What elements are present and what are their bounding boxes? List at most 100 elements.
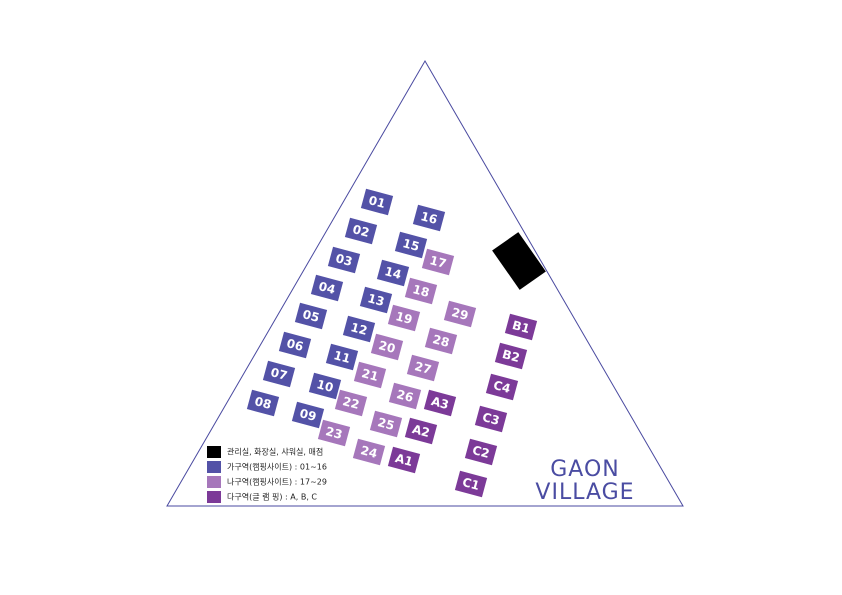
campsite-label: 07 xyxy=(269,365,289,383)
campsite-label: A2 xyxy=(411,422,432,440)
campsite-12[interactable]: 12 xyxy=(342,315,376,343)
campsite-label: 26 xyxy=(395,387,415,405)
campsite-03[interactable]: 03 xyxy=(327,246,361,274)
campsite-tile xyxy=(443,300,477,328)
campsite-tile xyxy=(404,277,438,305)
campsite-a1[interactable]: A1 xyxy=(387,446,421,474)
legend-swatch xyxy=(207,491,221,503)
legend-swatch xyxy=(207,476,221,488)
campsite-tile xyxy=(421,248,455,276)
campsite-label: 11 xyxy=(332,348,352,366)
campsite-label: A3 xyxy=(430,394,451,412)
campsite-c3[interactable]: C3 xyxy=(474,405,508,433)
campsite-label: 13 xyxy=(366,291,386,309)
campsite-25[interactable]: 25 xyxy=(369,410,403,438)
campsite-tile xyxy=(278,331,312,359)
campsite-a3[interactable]: A3 xyxy=(423,389,457,417)
campsite-04[interactable]: 04 xyxy=(310,274,344,302)
campsite-22[interactable]: 22 xyxy=(334,389,368,417)
campsite-19[interactable]: 19 xyxy=(387,304,421,332)
campsite-tile xyxy=(387,446,421,474)
campsite-tile xyxy=(370,333,404,361)
campsite-tile xyxy=(294,302,328,330)
office-building[interactable] xyxy=(492,232,546,290)
campsite-label: 28 xyxy=(431,332,451,350)
legend-label: 다구역(글 램 핑) : A, B, C xyxy=(227,492,317,502)
campsite-tile xyxy=(424,327,458,355)
campsite-tile xyxy=(317,419,351,447)
campsite-tile xyxy=(342,315,376,343)
campsite-label: 27 xyxy=(413,359,433,377)
campsite-01[interactable]: 01 xyxy=(360,188,394,216)
campsite-13[interactable]: 13 xyxy=(359,286,393,314)
campsite-label: C2 xyxy=(471,443,491,461)
campsite-15[interactable]: 15 xyxy=(394,231,428,259)
campsite-label: 02 xyxy=(351,222,371,240)
brand-logo: GAON VILLAGE xyxy=(535,457,634,505)
campsite-label: 08 xyxy=(253,394,273,412)
campsite-tile xyxy=(404,417,438,445)
campsite-07[interactable]: 07 xyxy=(262,360,296,388)
campsite-label: A1 xyxy=(394,451,415,469)
campsite-tile xyxy=(352,438,386,466)
campsite-tile xyxy=(406,354,440,382)
campsite-tile xyxy=(310,274,344,302)
campsite-16[interactable]: 16 xyxy=(412,204,446,232)
campsite-tile xyxy=(359,286,393,314)
campsite-14[interactable]: 14 xyxy=(376,259,410,287)
campsite-08[interactable]: 08 xyxy=(246,389,280,417)
campsite-05[interactable]: 05 xyxy=(294,302,328,330)
campsite-28[interactable]: 28 xyxy=(424,327,458,355)
campsite-tile xyxy=(474,405,508,433)
campsite-17[interactable]: 17 xyxy=(421,248,455,276)
campsite-18[interactable]: 18 xyxy=(404,277,438,305)
campsite-label: 21 xyxy=(360,366,380,384)
campsite-tile xyxy=(246,389,280,417)
campsite-tile xyxy=(360,188,394,216)
campsite-21[interactable]: 21 xyxy=(353,361,387,389)
campsite-c1[interactable]: C1 xyxy=(454,470,488,498)
campsite-23[interactable]: 23 xyxy=(317,419,351,447)
campsite-27[interactable]: 27 xyxy=(406,354,440,382)
campsite-06[interactable]: 06 xyxy=(278,331,312,359)
campsite-label: 25 xyxy=(376,415,396,433)
campsite-tile xyxy=(454,470,488,498)
campsite-09[interactable]: 09 xyxy=(291,401,325,429)
campsite-tile xyxy=(262,360,296,388)
legend: 관리실, 화장실, 샤워실, 매점 가구역(캠핑사이트) : 01~16 나구역… xyxy=(207,446,327,503)
campsite-label: 05 xyxy=(301,307,321,325)
brand-line-2: VILLAGE xyxy=(535,480,634,505)
campsite-label: 17 xyxy=(428,253,448,271)
campsite-29[interactable]: 29 xyxy=(443,300,477,328)
campsite-tile xyxy=(369,410,403,438)
campsite-label: B2 xyxy=(501,347,522,365)
legend-swatch xyxy=(207,461,221,473)
campsite-b1[interactable]: B1 xyxy=(504,313,538,341)
campsite-label: 23 xyxy=(324,424,344,442)
campsite-c4[interactable]: C4 xyxy=(485,373,519,401)
campsite-label: C4 xyxy=(492,378,512,396)
campsite-a2[interactable]: A2 xyxy=(404,417,438,445)
legend-label: 관리실, 화장실, 샤워실, 매점 xyxy=(227,447,323,457)
campsite-20[interactable]: 20 xyxy=(370,333,404,361)
campsite-24[interactable]: 24 xyxy=(352,438,386,466)
campsite-tile xyxy=(376,259,410,287)
campsite-label: 10 xyxy=(315,377,335,395)
campsite-tile xyxy=(353,361,387,389)
campsite-label: C3 xyxy=(481,410,501,428)
campsite-02[interactable]: 02 xyxy=(344,217,378,245)
brand-line-1: GAON xyxy=(550,457,619,482)
campsite-26[interactable]: 26 xyxy=(388,382,422,410)
site-boundary-triangle xyxy=(166,60,684,507)
campsite-10[interactable]: 10 xyxy=(308,372,342,400)
campsite-b2[interactable]: B2 xyxy=(494,342,528,370)
campsite-label: 29 xyxy=(450,305,470,323)
campsite-label: 18 xyxy=(411,282,431,300)
campsite-tile xyxy=(344,217,378,245)
campsite-label: 20 xyxy=(377,338,397,356)
campsite-label: C1 xyxy=(461,475,481,493)
campsite-11[interactable]: 11 xyxy=(325,343,359,371)
campsite-c2[interactable]: C2 xyxy=(464,438,498,466)
campsite-tile xyxy=(423,389,457,417)
